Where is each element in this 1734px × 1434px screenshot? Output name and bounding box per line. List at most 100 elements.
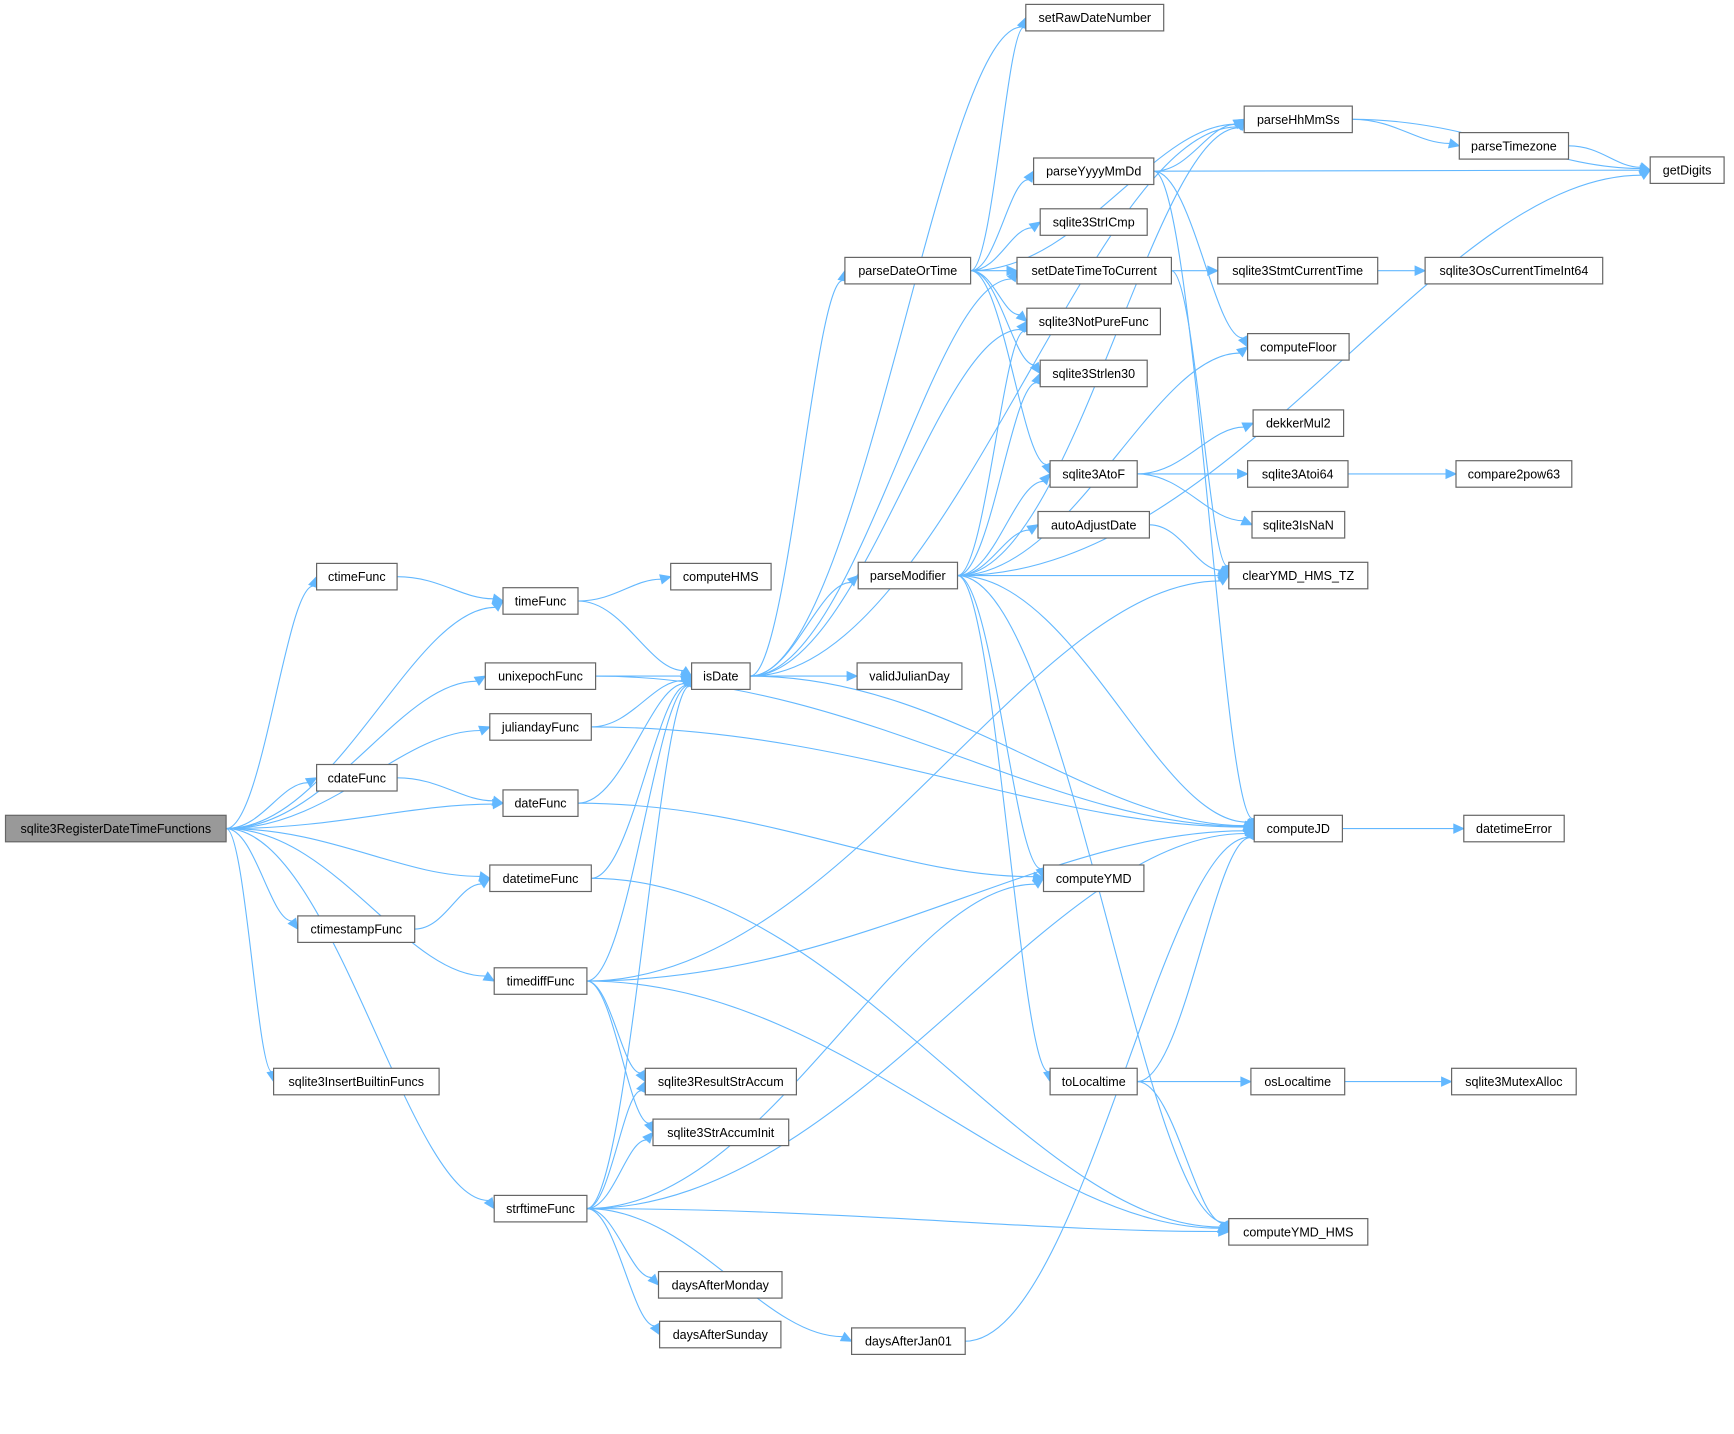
node-dateFunc[interactable]: dateFunc [502,789,579,818]
node-cdateFunc[interactable]: cdateFunc [316,763,398,792]
node-label: sqlite3OsCurrentTimeInt64 [1439,264,1588,278]
node-label: sqlite3StmtCurrentTime [1232,264,1363,278]
call-edge-strftimeFunc-to-computeYMD_HMS [586,1208,1231,1237]
call-edge-toLocaltime-to-osLocaltime [1137,1076,1253,1087]
node-parseModifier[interactable]: parseModifier [857,561,959,590]
node-dekkerMul2[interactable]: dekkerMul2 [1252,409,1345,437]
node-sqlite3RegisterDateTimeFunctions[interactable]: sqlite3RegisterDateTimeFunctions [4,814,227,843]
node-compare2pow63[interactable]: compare2pow63 [1455,460,1573,488]
node-computeHMS[interactable]: computeHMS [670,562,772,591]
node-toLocaltime[interactable]: toLocaltime [1049,1067,1138,1096]
node-box [1243,105,1353,134]
edge-line [586,832,1246,1210]
node-parseYyyyMmDd[interactable]: parseYyyyMmDd [1032,157,1155,186]
node-setRawDateNumber[interactable]: setRawDateNumber [1025,3,1165,32]
node-ctimestampFunc[interactable]: ctimestampFunc [297,915,416,944]
edge-line [586,1208,652,1279]
edge-line [970,270,1047,466]
edge-line [1153,170,1243,339]
node-sqlite3StrAccumInit[interactable]: sqlite3StrAccumInit [652,1118,790,1147]
node-daysAfterJan01[interactable]: daysAfterJan01 [850,1327,966,1356]
arrowhead-icon [1006,269,1018,283]
node-sqlite3NotPureFunc[interactable]: sqlite3NotPureFunc [1026,307,1162,336]
call-edge-sqlite3RegisterDateTimeFunctions-to-timediffFunc [226,828,496,982]
edge-line [226,828,486,977]
node-computeYMD_HMS[interactable]: computeYMD_HMS [1228,1217,1369,1246]
node-sqlite3Strlen30[interactable]: sqlite3Strlen30 [1039,359,1148,388]
edge-line [750,278,1012,677]
arrowhead-icon [1236,346,1249,358]
node-sqlite3StmtCurrentTime[interactable]: sqlite3StmtCurrentTime [1217,256,1379,285]
arrowhead-icon [1453,823,1466,834]
node-sqlite3MutexAlloc[interactable]: sqlite3MutexAlloc [1450,1067,1577,1096]
node-ctimeFunc[interactable]: ctimeFunc [316,562,398,591]
call-edge-parseHhMmSs-to-parseTimezone [1352,118,1461,149]
node-daysAfterMonday[interactable]: daysAfterMonday [657,1270,783,1299]
node-getDigits[interactable]: getDigits [1649,156,1725,184]
node-clearYMD_HMS_TZ[interactable]: clearYMD_HMS_TZ [1228,561,1369,590]
edge-line [957,127,1239,577]
node-timeFunc[interactable]: timeFunc [502,587,579,615]
node-label: autoAdjustDate [1051,518,1137,532]
node-box [1049,1067,1138,1096]
node-label: computeYMD_HMS [1243,1225,1353,1239]
edge-line [577,600,684,672]
node-label: isDate [703,670,738,684]
node-label: parseDateOrTime [858,264,957,278]
node-box [658,1320,782,1349]
node-label: osLocaltime [1264,1075,1331,1089]
edge-line [397,576,494,600]
node-computeYMD[interactable]: computeYMD [1042,864,1145,893]
edge-line [226,606,496,830]
edge-line [970,123,1236,272]
node-sqlite3ResultStrAccum[interactable]: sqlite3ResultStrAccum [644,1067,797,1096]
arrowhead-icon [1240,1076,1253,1087]
node-parseDateOrTime[interactable]: parseDateOrTime [844,256,972,285]
arrowhead-icon [1441,1076,1453,1087]
node-label: computeHMS [683,570,759,584]
node-label: sqlite3IsNaN [1263,518,1334,532]
node-box [502,789,579,818]
node-label: parseHhMmSs [1257,113,1340,127]
node-osLocaltime[interactable]: osLocaltime [1250,1067,1346,1096]
node-sqlite3IsNaN[interactable]: sqlite3IsNaN [1251,510,1346,539]
node-strftimeFunc[interactable]: strftimeFunc [493,1194,588,1223]
node-setDateTimeToCurrent[interactable]: setDateTimeToCurrent [1016,256,1172,285]
node-datetimeFunc[interactable]: datetimeFunc [489,864,592,893]
arrowhead-icon [1218,1220,1230,1233]
node-label: compare2pow63 [1468,467,1560,481]
node-box [670,562,772,591]
node-sqlite3OsCurrentTimeInt64[interactable]: sqlite3OsCurrentTimeInt64 [1424,256,1604,285]
node-box [857,561,959,590]
node-sqlite3StrICmp[interactable]: sqlite3StrICmp [1039,208,1148,236]
node-daysAfterSunday[interactable]: daysAfterSunday [658,1320,782,1349]
node-validJulianDay[interactable]: validJulianDay [856,662,963,691]
edge-line [586,685,690,1210]
node-sqlite3AtoF[interactable]: sqlite3AtoF [1049,460,1138,488]
arrowhead-icon [1015,310,1028,323]
node-datetimeError[interactable]: datetimeError [1463,814,1565,843]
arrowhead-icon [1029,361,1041,375]
arrowhead-icon [642,1131,654,1144]
edge-line [586,1208,655,1327]
node-box [297,915,416,944]
node-juliandayFunc[interactable]: juliandayFunc [489,713,592,741]
call-edge-parseDateOrTime-to-parseYyyyMmDd [970,170,1035,272]
node-computeFloor[interactable]: computeFloor [1246,333,1350,361]
node-isDate[interactable]: isDate [690,662,751,691]
node-unixepochFunc[interactable]: unixepochFunc [484,662,597,691]
edge-line [749,279,843,677]
node-sqlite3Atoi64[interactable]: sqlite3Atoi64 [1246,460,1349,488]
node-timediffFunc[interactable]: timediffFunc [493,967,588,995]
call-edge-parseDateOrTime-to-parseHhMmSs [970,118,1246,272]
edge-line [226,828,293,922]
node-autoAdjustDate[interactable]: autoAdjustDate [1037,510,1151,539]
edge-line [957,480,1044,577]
node-parseHhMmSs[interactable]: parseHhMmSs [1243,105,1353,134]
node-computeJD[interactable]: computeJD [1253,814,1343,843]
arrowhead-icon [1031,372,1042,386]
node-label: juliandayFunc [501,720,579,734]
node-parseTimezone[interactable]: parseTimezone [1458,132,1570,160]
node-sqlite3InsertBuiltinFuncs[interactable]: sqlite3InsertBuiltinFuncs [273,1067,440,1096]
